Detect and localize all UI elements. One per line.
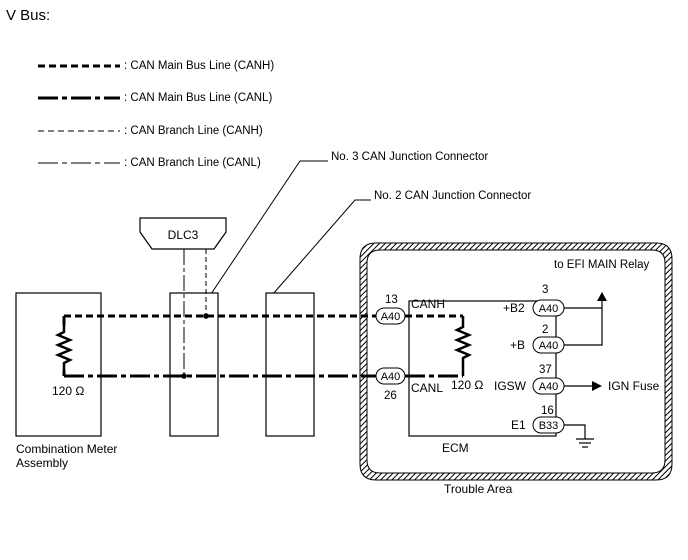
meter-name-line2: Assembly (16, 456, 68, 470)
pin-2-number: 2 (542, 324, 548, 336)
b-signal-label: +B (510, 338, 525, 352)
ecm-resistor (453, 316, 473, 376)
ign-fuse-label: IGN Fuse (608, 379, 660, 393)
e1-signal-label: E1 (511, 418, 526, 432)
meter-resistor (54, 325, 74, 370)
pin-13-connector-label: A40 (381, 311, 401, 323)
no2-junction-connector-box (265, 292, 315, 437)
legend-canl-branch-label: : CAN Branch Line (CANL) (124, 157, 261, 169)
e1-wire (564, 424, 586, 439)
legend-canh-branch-label: : CAN Branch Line (CANH) (124, 125, 263, 137)
ecm-box (408, 300, 557, 437)
pin-37-connector-label: A40 (539, 381, 559, 393)
canh-junction-dot (203, 313, 209, 319)
b-wire (564, 308, 603, 346)
ecm-resistor-label: 120 Ω (451, 378, 483, 392)
canl-junction-dot (181, 373, 187, 379)
legend-canl-main-label: : CAN Main Bus Line (CANL) (124, 92, 272, 104)
pin-16-connector-label: B33 (539, 420, 559, 432)
legend: : CAN Main Bus Line (CANH) : CAN Main Bu… (38, 60, 274, 169)
ground-icon (576, 438, 594, 448)
b2-signal-label: +B2 (503, 301, 525, 315)
pin-3-number: 3 (542, 284, 548, 296)
pin-37-number: 37 (539, 364, 552, 376)
pin-26-number: 26 (384, 390, 397, 402)
no2-junction-label: No. 2 CAN Junction Connector (374, 190, 531, 202)
ign-arrow-icon (592, 381, 602, 391)
b2-wire (564, 300, 603, 309)
dlc3-label: DLC3 (168, 228, 199, 242)
trouble-area-label: Trouble Area (444, 482, 513, 496)
no3-junction-label: No. 3 CAN Junction Connector (331, 151, 488, 163)
pin-2-connector-label: A40 (539, 340, 559, 352)
efi-relay-label: to EFI MAIN Relay (554, 259, 649, 271)
ecm-label: ECM (442, 441, 469, 455)
igsw-signal-label: IGSW (494, 379, 527, 393)
no2-callout-leader (272, 199, 371, 295)
dlc3-connector (139, 217, 227, 250)
pin-26-connector-label: A40 (381, 371, 401, 383)
pin-3-connector-label: A40 (539, 303, 559, 315)
combination-meter-box (15, 292, 102, 437)
no3-callout-leader (210, 160, 328, 295)
meter-resistor-label: 120 Ω (52, 384, 84, 398)
relay-arrow-icon (597, 292, 607, 301)
pin-26-connector (375, 367, 406, 385)
pin-13-connector (375, 307, 406, 325)
meter-name-line1: Combination Meter (16, 442, 117, 456)
diagram-title: V Bus: (6, 7, 50, 24)
pin-13-number: 13 (385, 294, 398, 306)
legend-canh-main-label: : CAN Main Bus Line (CANH) (124, 60, 274, 72)
trouble-area-border (359, 242, 673, 481)
pin-16-number: 16 (541, 405, 554, 417)
canh-signal-label: CANH (411, 297, 445, 311)
canl-signal-label: CANL (411, 381, 443, 395)
no3-junction-connector-box (169, 292, 219, 437)
